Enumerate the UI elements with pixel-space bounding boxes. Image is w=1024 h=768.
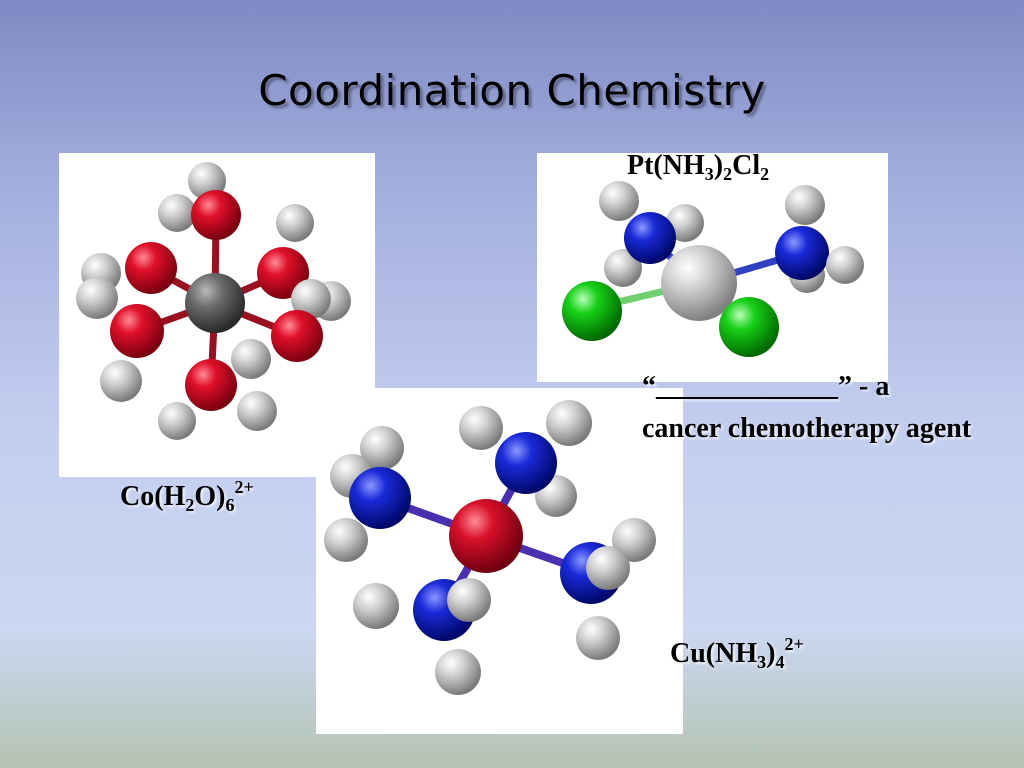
cobalt-molecule-model	[76, 162, 351, 440]
formula-part: Cu(NH	[670, 638, 758, 669]
slide-title: Coordination Chemistry	[258, 66, 766, 115]
formula-part: Cl	[732, 150, 761, 181]
copper-ammine-complex-image	[316, 388, 683, 734]
chemotherapy-note: “_____________” - a cancer chemotherapy …	[642, 371, 972, 444]
cisplatin-molecule-model	[562, 181, 864, 357]
formula-part: Co(H	[120, 481, 186, 512]
copper-molecule-model	[324, 400, 656, 695]
formula-charge: 2+	[784, 634, 804, 654]
formula-charge: 2+	[234, 477, 254, 497]
formula-part: )	[766, 638, 776, 669]
formula-subscript: 6	[225, 495, 235, 515]
formula-part: )	[713, 150, 724, 181]
formula-subscript: 2	[185, 495, 195, 515]
cisplatin-image	[537, 153, 888, 382]
formula-subscript: 2	[760, 164, 770, 184]
cobalt-complex-formula: Co(H2O)62+	[120, 478, 254, 515]
formula-part: Pt(NH	[627, 150, 705, 181]
cisplatin-formula: Pt(NH3)2Cl2	[627, 150, 770, 184]
formula-part: O)	[194, 481, 226, 512]
cobalt-aqua-complex-image	[59, 153, 375, 477]
copper-complex-formula: Cu(NH3)42+	[670, 635, 804, 672]
formula-subscript: 2	[723, 164, 733, 184]
formula-subscript: 3	[757, 652, 767, 672]
formula-subscript: 3	[704, 164, 714, 184]
formula-subscript: 4	[775, 652, 785, 672]
